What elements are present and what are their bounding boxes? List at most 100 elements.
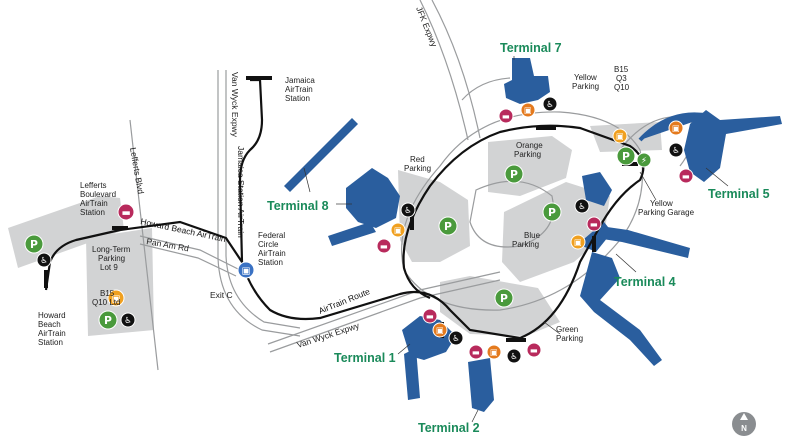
jamaica-airtrain-label: Jamaica Station AirTrain: [236, 146, 246, 238]
lefferts-blvd-line: [129, 119, 159, 371]
van-wyck-vertical-road-2: [225, 70, 301, 329]
jfk-expwy-road-2: [431, 0, 481, 139]
howard-beach-station-bar: [44, 270, 48, 288]
parking-icon: P: [616, 146, 636, 166]
compass-arrow-icon: [740, 413, 748, 420]
terminal-8-label[interactable]: Terminal 8: [267, 199, 329, 213]
red-parking-zone: [398, 170, 470, 262]
taxi-icon-glyph: ▬: [530, 345, 538, 355]
van-wyck-vertical-road: [217, 70, 301, 337]
wheelchair-icon-circle: [36, 252, 52, 268]
terminal-2-label[interactable]: Terminal 2: [418, 421, 480, 435]
taxi-icon-glyph: ▬: [121, 207, 130, 218]
bus-icon-circle: [486, 344, 502, 360]
shuttle-icon-circle: [107, 289, 125, 307]
taxi-icon-circle: [468, 344, 484, 360]
parking-icon: P: [504, 164, 524, 184]
compass-circle: [732, 412, 756, 436]
bus-icon: ▣: [432, 322, 448, 338]
taxi-icon: ▬: [376, 238, 392, 254]
parking-icon-glyph: P: [548, 206, 556, 219]
wheelchair-icon: ♿: [448, 330, 464, 346]
taxi-icon-glyph: ▬: [472, 347, 480, 357]
taxi-icon: ▬: [678, 168, 694, 184]
garage-leader: [639, 171, 657, 201]
taxi-icon-circle: [678, 168, 694, 184]
wheelchair-icon-glyph: ♿: [124, 315, 132, 325]
taxi-icon: ▬: [498, 108, 514, 124]
airtrain-station-icon: ▣: [237, 261, 255, 279]
compass: N: [732, 412, 756, 436]
parking-icon: P: [438, 216, 458, 236]
shuttle-icon: ▣: [390, 222, 406, 238]
t2-leader: [471, 409, 479, 423]
parking-icon-circle: [494, 288, 514, 308]
yellow-parking-label: Yellow Parking: [572, 73, 599, 91]
terminal-8-pier-2: [328, 222, 376, 246]
t2-station-bar: [506, 338, 526, 342]
bus-icon: ▣: [520, 102, 536, 118]
howard-station-label: Howard Beach AirTrain Station: [38, 311, 68, 347]
terminal-1-pier: [404, 348, 420, 400]
boundary-lines: [129, 119, 159, 371]
taxi-icon: ▬: [468, 344, 484, 360]
lefferts-station-label: Lefferts Boulevard AirTrain Station: [80, 181, 118, 217]
taxi-icon-glyph: ▬: [426, 311, 434, 321]
t1-leader: [397, 343, 411, 355]
jamaica-station-label: Jamaica AirTrain Station: [285, 76, 317, 103]
bus-icon-circle: [432, 322, 448, 338]
wheelchair-icon-glyph: ♿: [404, 205, 412, 215]
wheelchair-icon-circle: [120, 312, 136, 328]
shuttle-icon-glyph: ▣: [616, 131, 624, 141]
terminal-4-label[interactable]: Terminal 4: [614, 275, 676, 289]
long-term-parking-label: Long-Term Parking Lot 9: [92, 245, 132, 272]
shuttle-icon: ▣: [612, 128, 628, 144]
bus-icon-glyph: ▣: [490, 347, 498, 357]
taxi-icon-circle: [586, 216, 602, 232]
van-wyck-lower-road: [269, 279, 501, 353]
bus-icon-circle: [668, 120, 684, 136]
parking-icon-circle: [542, 202, 562, 222]
taxi-icon-circle: [117, 203, 135, 221]
van-wyck-lower-road-2: [267, 271, 501, 345]
shuttle-icon-glyph: ▣: [111, 293, 120, 304]
terminal-2-building: [468, 358, 494, 412]
van-wyck-vertical-label: Van Wyck Expwy: [230, 72, 240, 138]
orange-parking-label: Orange Parking: [514, 141, 545, 159]
parking-icon-glyph: P: [510, 168, 518, 181]
wheelchair-icon: ♿: [542, 96, 558, 112]
terminal-5-label[interactable]: Terminal 5: [708, 187, 770, 201]
parking-icon-circle: [504, 164, 524, 184]
wheelchair-icon: ♿: [668, 142, 684, 158]
wheelchair-icon: ♿: [36, 252, 52, 268]
lot9-bus-label: B15 Q10 Ltd: [92, 289, 120, 307]
lefferts-station-bar: [112, 226, 128, 230]
t8-station-bar: [410, 214, 414, 230]
shuttle-icon-glyph: ▣: [394, 225, 402, 235]
wheelchair-icon-circle: [668, 142, 684, 158]
taxi-icon-glyph: ▬: [502, 111, 510, 121]
terminal-7-label[interactable]: Terminal 7: [500, 41, 562, 55]
taxi-icon: ▬: [586, 216, 602, 232]
roads: [139, 0, 694, 353]
wheelchair-icon-circle: [542, 96, 558, 112]
t5-leader: [705, 167, 729, 187]
terminal-1-label[interactable]: Terminal 1: [334, 351, 396, 365]
federal-circle-station-label: Federal Circle AirTrain Station: [258, 231, 288, 267]
bus-icon-glyph: ▣: [436, 325, 444, 335]
yellow-garage-label: Yellow Parking Garage: [638, 199, 695, 217]
shuttle-icon: ▣: [107, 289, 125, 307]
parking-icon-circle: [98, 310, 118, 330]
compass-n-label: N: [741, 424, 747, 433]
parking-icon-circle: [616, 146, 636, 166]
ev-charging-icon-circle: [636, 152, 652, 168]
bus-icon-circle: [520, 102, 536, 118]
terminal-8-building: [346, 168, 400, 228]
terminal-4-concourse-a: [580, 252, 662, 366]
wheelchair-icon-glyph: ♿: [40, 255, 48, 265]
north-feeder-road: [461, 77, 511, 101]
terminal-4-garage-block: [582, 172, 612, 206]
parking-icon: P: [542, 202, 562, 222]
bus-icon: ▣: [486, 344, 502, 360]
